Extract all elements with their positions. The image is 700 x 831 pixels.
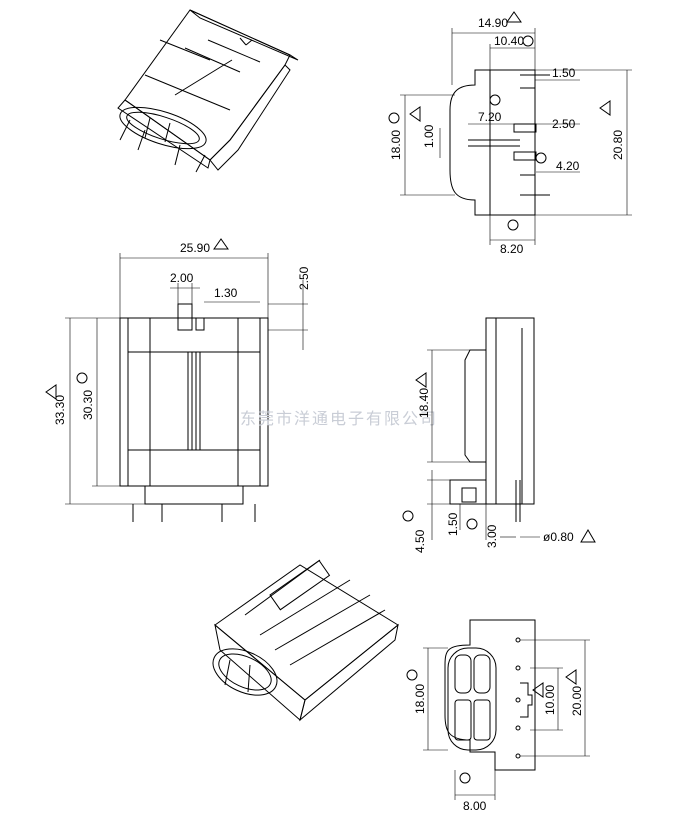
marker-h-icon	[507, 219, 519, 231]
warning-triangle-icon	[506, 11, 522, 23]
dim-height-right: 20.80	[611, 130, 625, 160]
warning-triangle-icon	[599, 100, 611, 116]
marker-p-icon	[406, 669, 418, 681]
marker-e-icon	[489, 94, 501, 106]
marker-k-icon	[76, 372, 88, 384]
dim-1-50: 1.50	[552, 66, 576, 80]
dim-front-width: 25.90	[180, 241, 210, 255]
dim-side-1-50: 1.50	[446, 512, 460, 536]
dim-7-20: 7.20	[478, 110, 502, 124]
warning-triangle-icon	[415, 372, 427, 388]
warning-triangle-icon	[565, 669, 577, 685]
dim-height-outer: 33.30	[53, 395, 67, 425]
dim-bottom-outer: 20.00	[570, 686, 584, 716]
dim-bottom-height: 18.00	[413, 684, 427, 714]
dim-pin-dia: ø0.80	[543, 530, 574, 544]
side-view: 18.40 4.50 1.50 3.00 ø0.80	[402, 317, 596, 553]
marker-m-icon	[402, 510, 414, 522]
bottom-view: 18.00 10.00 20.00 8.00	[406, 619, 590, 813]
warning-triangle-icon	[532, 682, 544, 698]
dim-bottom: 8.20	[500, 242, 524, 256]
dim-width-2: 10.40	[494, 34, 524, 48]
marker-q-icon	[459, 772, 471, 784]
isometric-view-bottom	[212, 559, 399, 722]
top-view: 14.90 10.40 1.50 7.20 2.50 4.20 1.00 18.…	[388, 11, 632, 256]
marker-b-icon	[522, 35, 534, 47]
marker-n-icon	[466, 518, 478, 530]
warning-triangle-icon	[580, 529, 596, 543]
dim-overall-width: 14.90	[478, 16, 508, 30]
dim-height-inner: 30.30	[81, 390, 95, 420]
dim-side-3-00: 3.00	[485, 524, 499, 548]
marker-c-icon	[388, 112, 400, 124]
isometric-view-top	[117, 9, 299, 173]
dim-1-00: 1.00	[422, 124, 436, 148]
dim-height-left: 18.00	[389, 130, 403, 160]
front-view: 25.90 2.00 1.30 2.50 33.30 30.30	[45, 238, 311, 522]
dim-2-50: 2.50	[552, 117, 576, 131]
warning-triangle-icon	[409, 106, 421, 122]
dim-pin-len: 4.50	[413, 529, 427, 553]
dim-gap: 1.30	[214, 286, 238, 300]
warning-triangle-icon	[213, 238, 229, 250]
dim-bottom-width: 8.00	[463, 799, 487, 813]
marker-g-icon	[535, 152, 547, 164]
dim-bottom-inner: 10.00	[543, 685, 557, 715]
dim-4-20: 4.20	[556, 159, 580, 173]
dim-top: 2.50	[297, 266, 311, 290]
warning-triangle-icon	[45, 384, 57, 400]
dim-slot: 2.00	[170, 271, 194, 285]
watermark: 东莞市洋通电子有限公司	[240, 409, 438, 428]
dim-side-height: 18.40	[417, 388, 431, 418]
